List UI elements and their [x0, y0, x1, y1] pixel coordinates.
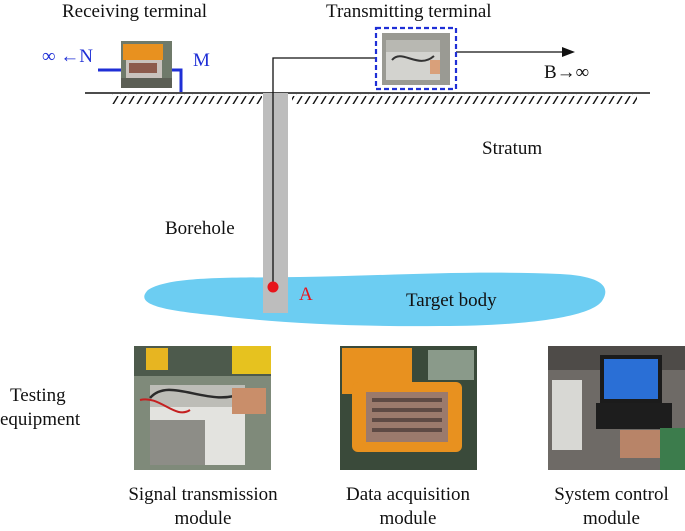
b-electrode-label: B→∞ [544, 62, 590, 83]
testing-equipment-line1: Testing [10, 385, 66, 406]
target-body-shape [144, 272, 606, 327]
receiving-terminal-image [121, 41, 172, 88]
transmitting-terminal-label: Transmitting terminal [326, 1, 492, 22]
signal-transmission-photo [134, 346, 271, 470]
ground-hatch-left [112, 94, 262, 104]
borehole-label: Borehole [165, 218, 235, 239]
transmitting-terminal-image [374, 26, 458, 91]
testing-equipment-title: Testing equipment [0, 384, 100, 432]
module-caption-line1: Signal transmission [128, 484, 278, 505]
data-acquisition-caption: Data acquisition module [318, 483, 498, 531]
signal-transmission-caption: Signal transmission module [108, 483, 298, 531]
module-caption-line1: Data acquisition [346, 484, 470, 505]
data-acquisition-photo [340, 346, 477, 470]
m-electrode-wire [168, 68, 183, 92]
system-control-photo [548, 346, 685, 470]
module-caption-line2: module [174, 508, 232, 529]
ground-hatch-right [292, 94, 637, 104]
b-arrowhead [562, 47, 575, 57]
module-caption-line1: System control [554, 484, 669, 505]
system-control-caption: System control module [538, 483, 685, 531]
target-body-label: Target body [406, 290, 497, 311]
receiving-terminal-label: Receiving terminal [62, 1, 208, 22]
point-a-marker [267, 281, 279, 293]
module-caption-line2: module [583, 508, 640, 529]
n-electrode-label: ∞ ←N [42, 46, 94, 67]
point-a-label: A [299, 284, 313, 305]
m-electrode-label: M [193, 50, 210, 71]
stratum-label: Stratum [482, 138, 543, 159]
module-caption-line2: module [379, 508, 437, 529]
transmitter-cable [272, 57, 376, 287]
testing-equipment-line2: equipment [0, 409, 81, 430]
borehole-column [263, 93, 288, 313]
